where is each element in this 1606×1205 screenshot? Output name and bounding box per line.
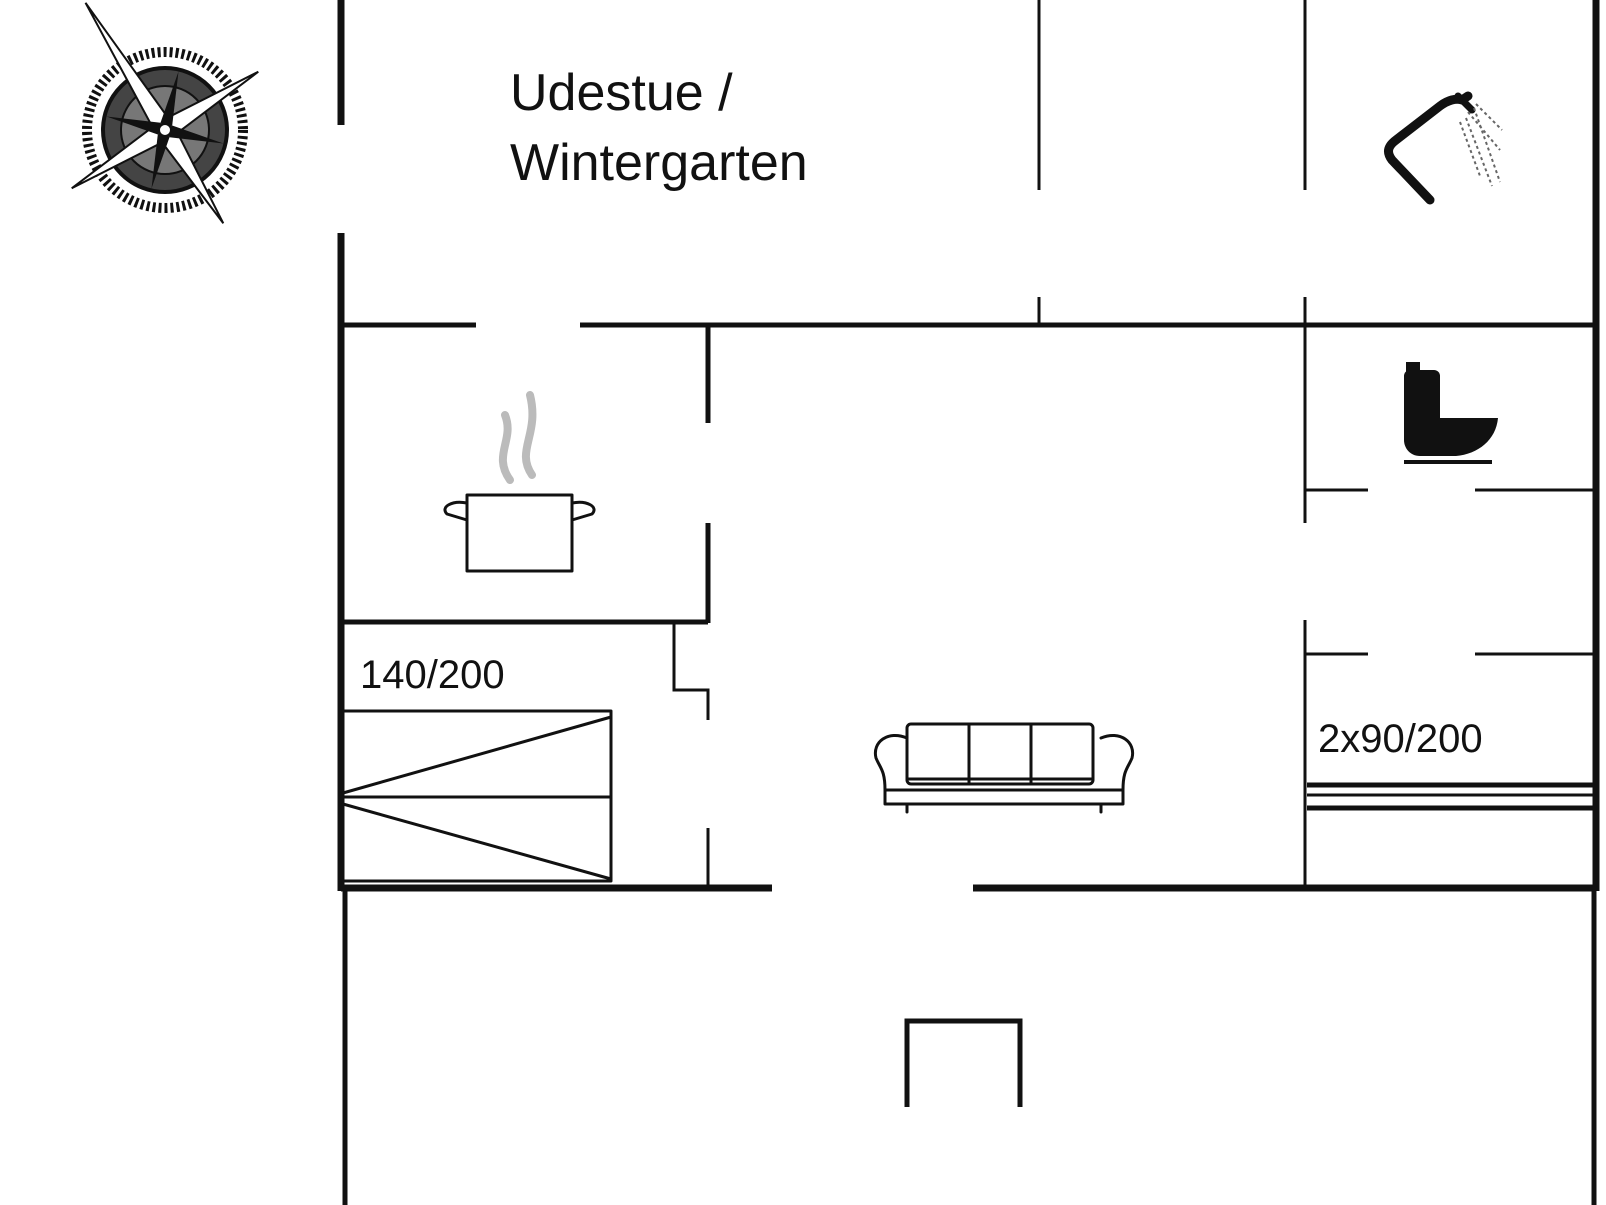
shower-icon bbox=[1384, 91, 1503, 205]
twin-bed-label: 2x90/200 bbox=[1318, 717, 1483, 761]
wall-bedroom-step bbox=[672, 622, 710, 720]
toilet-icon bbox=[1404, 362, 1498, 464]
compass-rose-icon bbox=[71, 2, 259, 224]
double-bed-icon bbox=[341, 709, 613, 883]
sofa-icon bbox=[873, 722, 1135, 814]
walls bbox=[337, 0, 1600, 1205]
fireplace-icon bbox=[904, 1018, 1023, 1107]
conservatory-label-line1: Udestue / bbox=[510, 64, 733, 122]
double-bed-label: 140/200 bbox=[360, 653, 505, 697]
cooking-pot-icon bbox=[443, 391, 596, 573]
twin-beds-icon bbox=[1307, 782, 1594, 811]
conservatory-label-line2: Wintergarten bbox=[510, 134, 808, 192]
